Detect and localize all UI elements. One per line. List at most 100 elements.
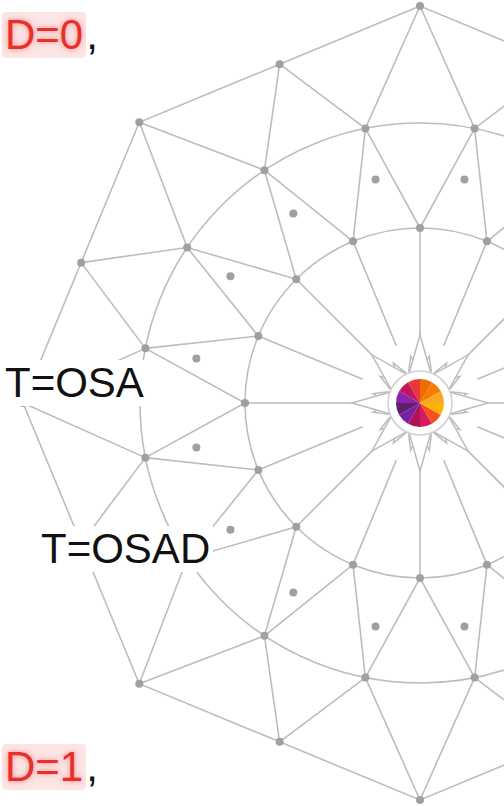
mesh-dot [471,674,479,682]
mesh-line [475,128,487,241]
mesh-dot [460,623,468,631]
spoke-line [464,279,504,359]
ring [140,123,504,683]
mesh-line [365,578,420,678]
mesh-dot [241,399,249,407]
wheel-wedge [420,379,432,403]
spoke-line [296,279,376,359]
mesh-dot [192,355,200,363]
wheel-wedge [420,403,444,415]
mesh-dot [141,454,149,462]
mesh-line [145,348,245,403]
wheel-wedge [396,391,420,403]
mesh-dot [141,344,149,352]
mesh-line [420,578,475,678]
spoke-line [419,228,421,341]
wheel-rim [388,371,452,435]
mesh-dot [226,526,234,534]
mesh-line [145,458,258,470]
wheel-wedge [408,403,420,427]
label-group: D=0, [2,12,100,58]
mesh-line [475,565,487,678]
mesh-dot [254,466,262,474]
spoke-line [245,402,358,404]
mesh-dot [361,124,369,132]
mesh-dot [349,561,357,569]
mesh-line [280,678,366,742]
mesh-dot [289,589,297,597]
mesh-dot [292,275,300,283]
mesh-line [420,6,475,128]
mesh-dot [372,623,380,631]
mesh-dot [471,124,479,132]
mesh-line [23,403,145,458]
mesh-dot [77,259,85,267]
spoke-line [296,447,376,527]
mesh-dot [416,224,424,232]
text-label: T=OSA [2,360,147,406]
mesh-dot [192,443,200,451]
label-group: T=OSA [2,360,147,406]
mesh-line [139,559,187,684]
mesh-line [420,678,475,800]
mesh-line [353,565,365,678]
mesh-dot [226,272,234,280]
mesh-line [264,636,279,742]
spoke-line [444,241,487,345]
mesh-line [264,170,296,279]
mesh-dot [483,237,491,245]
mesh-line [145,336,258,348]
spoke-line [258,427,362,470]
mesh-line [487,565,504,636]
mesh-line [365,6,420,128]
highlight-label: D=0 [2,12,86,58]
highlight-label: D=1 [2,744,86,790]
spoke-line [444,460,487,564]
mesh-line [187,247,296,279]
mesh-line [139,122,264,170]
mesh-line [487,170,504,241]
mesh-line [353,128,365,241]
mesh-line [475,678,504,742]
mesh-line [365,128,420,228]
spoke-line [353,241,396,345]
mesh-line [365,678,420,800]
mesh-line [81,247,187,262]
star-points [352,335,488,471]
compass-star [352,335,488,471]
text-label: , [86,744,100,790]
label-group: T=OSAD [38,526,213,572]
mesh-line [264,64,279,170]
text-label: , [86,12,100,58]
mesh-line [420,128,475,228]
mesh-line [139,636,264,684]
label-group: D=1, [2,744,100,790]
mesh-dot [276,60,284,68]
mesh-dot [276,738,284,746]
spoke-line [464,447,504,527]
mesh-dot [372,175,380,183]
mesh-line [139,122,187,247]
mesh-dot [361,674,369,682]
spoke-line [477,427,504,470]
mesh-dot [260,632,268,640]
mesh-line [264,565,353,636]
mesh-line [264,170,353,241]
mesh-dot [460,175,468,183]
mesh-dot [254,332,262,340]
mesh-dot [260,166,268,174]
mesh-line [475,64,504,128]
mesh-dot [483,561,491,569]
ring [245,228,504,578]
mesh-dot [416,2,424,10]
mesh-dot [416,796,424,804]
mesh-dot [416,574,424,582]
mesh-dot [349,237,357,245]
mesh-dot [292,523,300,531]
spoke-line [419,465,421,578]
mesh-line [187,247,258,336]
mesh-dot [289,209,297,217]
mesh-line [145,403,245,458]
mesh-line [264,527,296,636]
mesh-line [280,64,366,128]
